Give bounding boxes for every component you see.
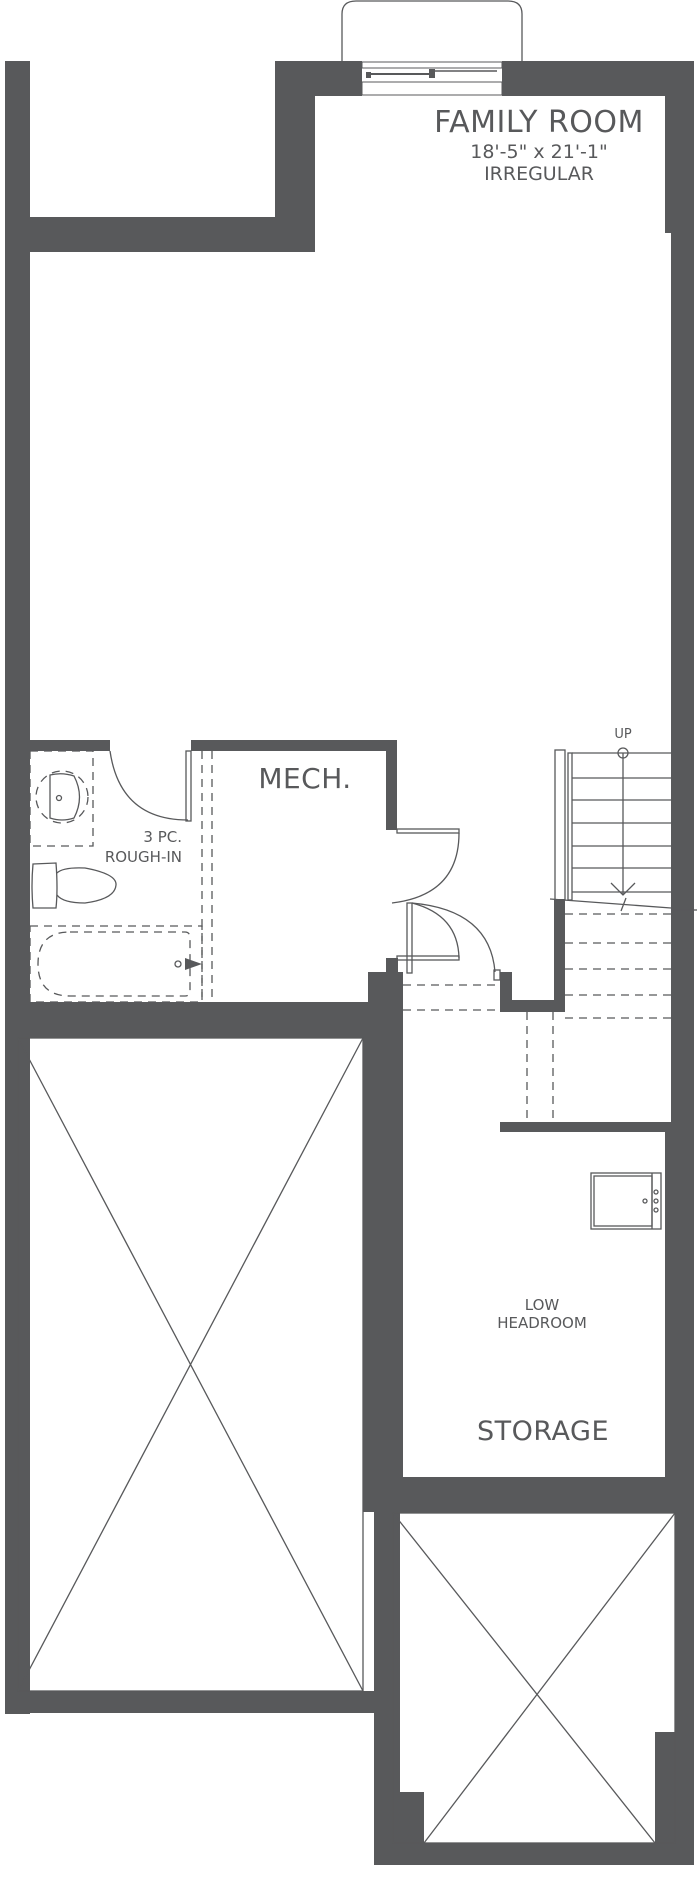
double-door[interactable] — [396, 902, 501, 981]
wall-top-left-segment — [315, 61, 362, 96]
sink-icon — [29, 750, 94, 847]
wall-lower-right-jog-1 — [675, 1600, 694, 1653]
window-well — [341, 0, 523, 61]
window — [361, 61, 503, 96]
wall-post-left — [368, 972, 403, 1002]
open-area-left — [17, 1037, 364, 1692]
toilet-icon — [31, 862, 117, 909]
wall-right — [671, 232, 694, 1132]
stairs-up-label: UP — [614, 727, 632, 742]
wall-mech-right — [386, 740, 397, 830]
wall-storage-bottom — [374, 1477, 694, 1513]
bathroom-door[interactable] — [109, 750, 192, 822]
wall-lower-bottom — [374, 1843, 694, 1865]
bathroom-label-line2: ROUGH-IN — [104, 848, 182, 866]
staircase[interactable] — [403, 747, 697, 1122]
family-room-note: IRREGULAR — [484, 163, 594, 185]
wall-top-right-segment — [502, 61, 694, 96]
wall-mech-top — [191, 740, 397, 751]
bathtub-icon — [29, 925, 203, 1003]
family-room-title: FAMILY ROOM — [434, 105, 644, 140]
bathroom-label-line1: 3 PC. — [143, 828, 182, 846]
wall-lower-left-upper — [374, 1513, 393, 1713]
wall-stair-u-bottom — [500, 1000, 565, 1012]
wall-right-storage — [665, 1132, 694, 1513]
storage-room-title: STORAGE — [476, 1416, 610, 1447]
family-room-dimensions: 18'-5" x 21'-1" — [470, 141, 608, 163]
wall-right-upper — [665, 61, 694, 233]
laundry-tub-icon — [590, 1172, 662, 1230]
storage-note-line2: HEADROOM — [497, 1314, 587, 1332]
wall-stair-u-right — [554, 899, 565, 1012]
wall-left-box-bottom — [5, 1691, 400, 1713]
wall-notch-vertical — [275, 61, 315, 252]
storage-note-line1: LOW — [524, 1296, 560, 1314]
mech-room-title: MECH. — [258, 762, 352, 795]
mech-door[interactable] — [391, 828, 460, 904]
open-area-right — [392, 1512, 676, 1844]
wall-bath-top — [30, 740, 110, 751]
wall-middle-vertical — [363, 1002, 403, 1512]
wall-bath-mech-bottom — [5, 1002, 403, 1038]
wall-storage-top — [500, 1122, 694, 1132]
wall-notch-horizontal — [30, 217, 315, 252]
